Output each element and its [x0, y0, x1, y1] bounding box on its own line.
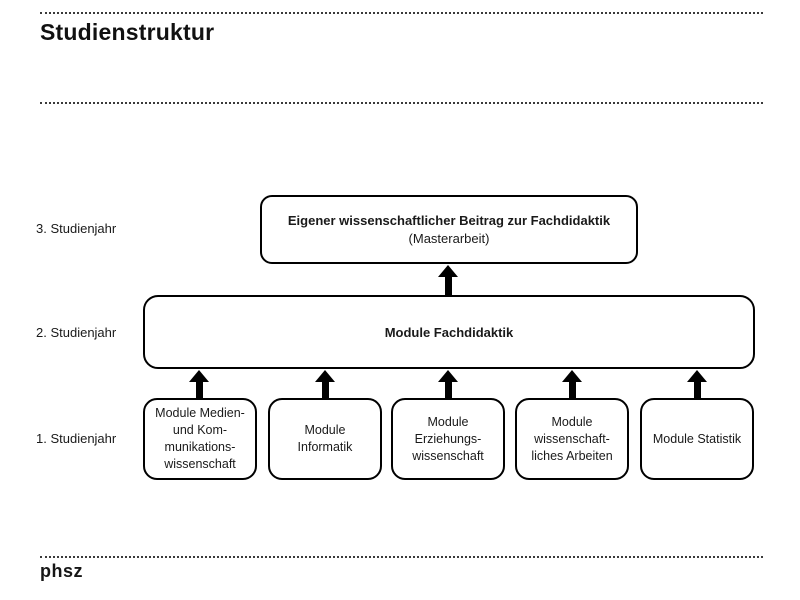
- box-fachdidaktik-title: Module Fachdidaktik: [384, 324, 514, 340]
- box-masterarbeit-subtitle: (Masterarbeit): [408, 230, 490, 246]
- year-label-1: 1. Studienjahr: [36, 431, 117, 446]
- box-erziehungswissenschaft: Module Erziehungs- wissenschaft: [391, 398, 505, 480]
- box-label: Module wissenschaft- liches Arbeiten: [531, 414, 613, 463]
- divider-header: [40, 102, 763, 104]
- year-label-3: 3. Studienjahr: [36, 221, 117, 236]
- arrow-head: [438, 265, 458, 277]
- arrow-up-icon: [438, 265, 458, 295]
- arrow-up-icon: [687, 370, 707, 398]
- box-statistik: Module Statistik: [640, 398, 754, 480]
- phsz-logo: phsz: [40, 561, 84, 581]
- box-masterarbeit: Eigener wissenschaftlicher Beitrag zur F…: [260, 195, 638, 264]
- year-label-2: 2. Studienjahr: [36, 325, 117, 340]
- arrow-up-icon: [562, 370, 582, 398]
- box-fachdidaktik: Module Fachdidaktik: [143, 295, 755, 369]
- arrow-head: [687, 370, 707, 382]
- page-title: Studienstruktur: [40, 19, 215, 45]
- box-label: Module Erziehungs- wissenschaft: [412, 414, 484, 463]
- box-informatik: Module Informatik: [268, 398, 382, 480]
- arrow-head: [315, 370, 335, 382]
- arrow-up-icon: [315, 370, 335, 398]
- arrow-up-icon: [438, 370, 458, 398]
- arrow-stem: [195, 382, 203, 398]
- arrow-head: [562, 370, 582, 382]
- box-masterarbeit-title: Eigener wissenschaftlicher Beitrag zur F…: [287, 212, 611, 228]
- divider-top: [40, 12, 763, 14]
- box-wissenschaftliches-arbeiten: Module wissenschaft- liches Arbeiten: [515, 398, 629, 480]
- box-label: Module Medien- und Kom- munikations- wis…: [155, 406, 245, 471]
- arrow-stem: [321, 382, 329, 398]
- arrow-stem: [444, 277, 452, 295]
- arrow-stem: [568, 382, 576, 398]
- arrow-stem: [693, 382, 701, 398]
- arrow-head: [438, 370, 458, 382]
- box-label: Module Informatik: [297, 423, 353, 454]
- box-label: Module Statistik: [652, 431, 742, 446]
- arrow-head: [189, 370, 209, 382]
- divider-footer: [40, 556, 763, 558]
- arrow-stem: [444, 382, 452, 398]
- arrow-up-icon: [189, 370, 209, 398]
- box-medien-kommunikationswissenschaft: Module Medien- und Kom- munikations- wis…: [143, 398, 257, 480]
